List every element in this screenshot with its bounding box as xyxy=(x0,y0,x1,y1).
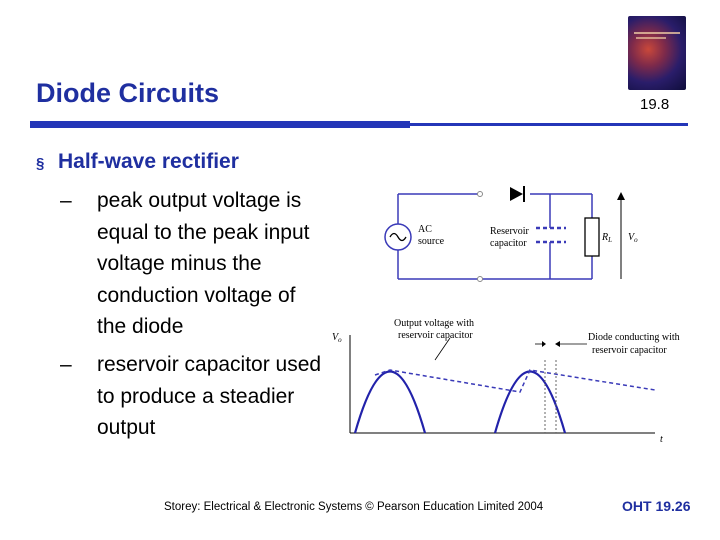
sine-glyph-icon xyxy=(389,232,407,242)
diode-symbol xyxy=(510,186,525,202)
annotation-right-2: reservoir capacitor xyxy=(592,345,667,356)
reservoir-capacitor-symbol xyxy=(536,226,566,244)
annotation-right-1: Diode conducting with xyxy=(588,332,680,343)
sub-bullet-dash: – xyxy=(60,353,72,376)
waveform-x-label: t xyxy=(660,434,663,445)
circuit-diagram xyxy=(397,193,593,280)
rectifier-figure: AC source Reservoir capacitor RL Vo Vo t… xyxy=(332,186,680,445)
slide-title: Diode Circuits xyxy=(36,78,220,108)
sub-bullet-dash: – xyxy=(60,189,72,212)
load-resistor-symbol xyxy=(584,217,600,257)
capacitor-label-1: Reservoir xyxy=(490,226,530,237)
slide-number: 19.8 xyxy=(640,96,670,113)
load-label: RL xyxy=(601,232,612,244)
input-half-wave-2 xyxy=(493,370,567,434)
bullet-marker: § xyxy=(36,155,45,172)
output-label: Vo xyxy=(628,232,638,244)
sub-bullet-text: peak output voltage is equal to the peak… xyxy=(97,189,310,338)
main-bullet: § Half-wave rectifier xyxy=(36,150,239,174)
main-bullet-label: Half-wave rectifier xyxy=(58,150,239,173)
waveform-y-label: Vo xyxy=(332,332,342,344)
title-underline-rule xyxy=(30,123,688,126)
output-voltage-arrow xyxy=(617,192,625,279)
source-label-2: source xyxy=(418,236,445,247)
input-half-wave-1 xyxy=(353,370,427,434)
footer-credit: Storey: Electrical & Electronic Systems … xyxy=(164,501,544,513)
footer-code: OHT 19.26 xyxy=(622,498,691,514)
sub-bullet-text: reservoir capacitor used to produce a st… xyxy=(97,353,322,439)
waveform-plot xyxy=(349,335,656,434)
annotation-left-2: reservoir capacitor xyxy=(398,330,473,341)
capacitor-label-2: capacitor xyxy=(490,238,527,249)
book-cover-image xyxy=(628,16,686,90)
source-label-1: AC xyxy=(418,224,432,235)
annotation-left-1: Output voltage with xyxy=(394,318,474,329)
output-ripple-trace xyxy=(374,369,656,393)
